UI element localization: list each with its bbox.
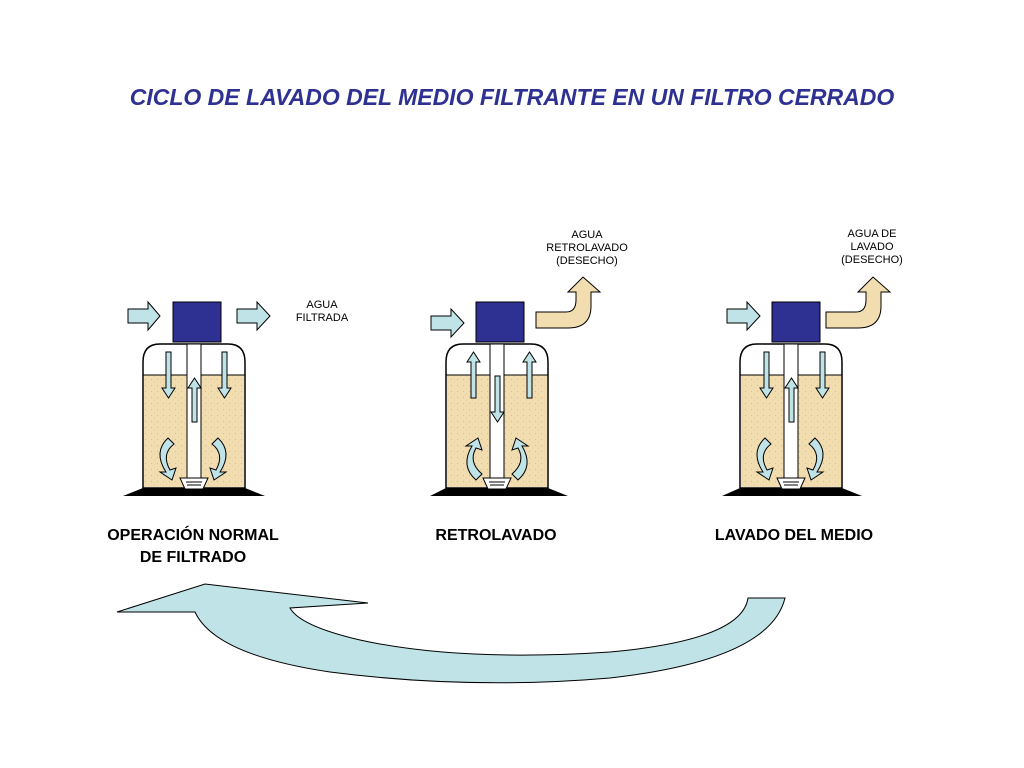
annotation-line: AGUA bbox=[306, 299, 338, 311]
valve-head bbox=[771, 301, 821, 343]
annotation-filtered-water: AGUA FILTRADA bbox=[272, 299, 372, 325]
stage-label-line: LAVADO DEL MEDIO bbox=[714, 527, 874, 544]
filter-media-wash bbox=[722, 276, 892, 496]
annotation-line: RETROLAVADO bbox=[546, 242, 628, 254]
strainer bbox=[179, 477, 209, 490]
stage-label-line: RETROLAVADO bbox=[435, 527, 557, 544]
base bbox=[430, 488, 568, 496]
annotation-line: (DESECHO) bbox=[841, 254, 903, 266]
base bbox=[123, 488, 265, 496]
page-title: CICLO DE LAVADO DEL MEDIO FILTRANTE EN U… bbox=[129, 84, 895, 110]
annotation-line: FILTRADA bbox=[295, 312, 349, 324]
stage-label-backwash: RETROLAVADO bbox=[376, 525, 616, 547]
stage-label-media-wash: LAVADO DEL MEDIO bbox=[674, 525, 914, 547]
annotation-line: LAVADO bbox=[850, 241, 894, 253]
annotation-line: AGUA DE bbox=[847, 228, 897, 240]
base bbox=[722, 488, 862, 496]
valve-head bbox=[475, 301, 525, 343]
filter-normal-operation bbox=[123, 300, 271, 496]
annotation-line: (DESECHO) bbox=[556, 255, 618, 267]
inlet-arrow bbox=[726, 300, 761, 332]
stage-label-normal: OPERACIÓN NORMAL DE FILTRADO bbox=[73, 525, 313, 569]
inlet-arrow bbox=[127, 300, 161, 332]
valve-head bbox=[172, 301, 222, 343]
annotation-line: AGUA bbox=[571, 229, 603, 241]
stage-label-line: DE FILTRADO bbox=[139, 549, 247, 566]
cycle-return-arrow bbox=[116, 583, 786, 684]
strainer bbox=[776, 477, 806, 490]
stage-label-line: OPERACIÓN NORMAL bbox=[107, 527, 279, 544]
waste-outlet-pipe bbox=[825, 276, 892, 329]
outlet-arrow bbox=[236, 300, 271, 332]
inlet-arrow bbox=[430, 307, 465, 339]
strainer bbox=[482, 477, 512, 490]
filter-backwash bbox=[430, 276, 602, 496]
annotation-wash-water: AGUA DE LAVADO (DESECHO) bbox=[822, 228, 922, 267]
waste-outlet-pipe bbox=[535, 276, 602, 329]
annotation-backwash-water: AGUA RETROLAVADO (DESECHO) bbox=[532, 229, 642, 268]
